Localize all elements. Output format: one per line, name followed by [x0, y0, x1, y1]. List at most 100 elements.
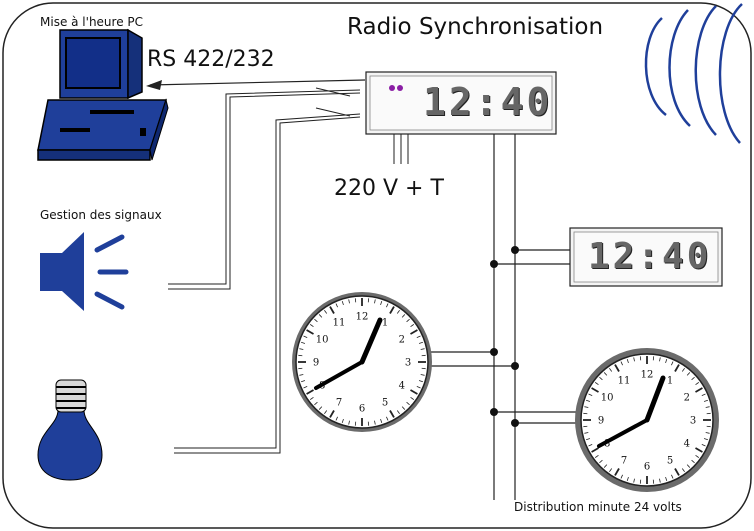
- clock-tick: [318, 314, 323, 318]
- clock-tick: [594, 382, 599, 386]
- clock-tick: [318, 406, 323, 410]
- clock-tick: [335, 416, 338, 421]
- bus-junctions: [490, 246, 519, 427]
- clock-tick: [705, 432, 710, 434]
- status-led: [389, 85, 395, 91]
- clock-tick: [665, 359, 668, 364]
- clock-tick: [301, 341, 306, 344]
- clock-tick: [614, 468, 620, 476]
- clock-numeral: 12: [356, 312, 369, 323]
- clock-numeral: 10: [601, 393, 614, 404]
- clock-numeral: 8: [604, 439, 610, 450]
- clock-tick: [410, 329, 418, 335]
- clock-tick: [686, 372, 691, 376]
- clock-tick: [584, 432, 589, 434]
- clock-tick: [396, 410, 400, 415]
- clock-tick: [609, 367, 613, 372]
- clock-tick: [396, 309, 400, 314]
- clock-tick: [695, 382, 700, 386]
- clock-tick: [599, 459, 603, 464]
- slave-clock-display: 12:40: [588, 236, 712, 277]
- clock-tick: [686, 464, 691, 468]
- clock-numeral: 3: [405, 358, 411, 369]
- clock-numeral: 5: [667, 455, 673, 466]
- clock-numeral: 4: [684, 439, 690, 450]
- clock-tick: [416, 386, 421, 389]
- clock-tick: [324, 309, 328, 314]
- clock-numeral: 1: [382, 318, 388, 329]
- clock-tick: [665, 476, 668, 481]
- clock-numeral: 5: [382, 397, 388, 408]
- clock-tick: [620, 474, 623, 479]
- clock-numeral: 2: [399, 335, 405, 346]
- control-wires: [168, 87, 361, 454]
- clock-tick: [303, 335, 308, 338]
- clock-tick: [329, 410, 335, 418]
- clock-tick: [348, 299, 350, 304]
- distribution-bus: [430, 134, 576, 500]
- clock-tick: [620, 361, 623, 366]
- slave-digital-clock: [569, 227, 723, 287]
- signals-label: Gestion des signaux: [40, 208, 162, 222]
- clock-numeral: 6: [359, 404, 365, 415]
- clock-tick: [389, 306, 395, 314]
- clock-tick: [701, 444, 706, 447]
- clock-tick: [341, 301, 344, 306]
- clock-tick: [341, 418, 344, 423]
- clock-tick: [309, 324, 314, 328]
- clock-tick: [314, 318, 318, 323]
- clock-numeral: 9: [313, 358, 319, 369]
- clock-tick: [633, 478, 635, 483]
- clock-tick: [380, 418, 383, 423]
- computer-icon: [37, 28, 169, 161]
- clock-tick: [659, 357, 661, 362]
- clock-numeral: 10: [316, 335, 329, 346]
- clock-tick: [418, 341, 423, 344]
- clock-tick: [299, 348, 304, 350]
- clock-tick: [406, 401, 410, 406]
- clock-tick: [674, 468, 680, 476]
- clock-tick: [695, 387, 703, 393]
- clock-tick: [329, 306, 335, 314]
- clock-tick: [380, 301, 383, 306]
- clock-tick: [703, 399, 708, 402]
- clock-tick: [594, 454, 599, 458]
- power-label: 220 V + T: [334, 176, 444, 201]
- clock-tick: [420, 374, 425, 376]
- clock-tick: [671, 361, 674, 366]
- clock-tick: [306, 389, 314, 395]
- clock-tick: [674, 364, 680, 372]
- clock-tick: [401, 314, 406, 318]
- master-clock-display: 12:40: [423, 80, 553, 124]
- clock-tick: [374, 420, 376, 425]
- clock-tick: [386, 303, 389, 308]
- serial-link-arrow: [146, 79, 366, 90]
- diagram-title: Radio Synchronisation: [347, 14, 604, 40]
- clock-tick: [374, 299, 376, 304]
- clock-tick: [416, 335, 421, 338]
- clock-tick: [306, 329, 314, 335]
- clock-tick: [303, 386, 308, 389]
- clock-tick: [626, 476, 629, 481]
- clock-tick: [691, 376, 695, 381]
- pc-sync-label: Mise à l'heure PC: [40, 15, 144, 29]
- speaker-icon: [40, 232, 129, 311]
- clock-tick: [420, 348, 425, 350]
- clock-numeral: 4: [399, 381, 405, 392]
- clock-tick: [703, 438, 708, 441]
- clock-numeral: 12: [641, 370, 654, 381]
- clock-tick: [695, 454, 700, 458]
- clock-tick: [681, 367, 685, 372]
- clock-tick: [588, 444, 593, 447]
- clock-tick: [614, 364, 620, 372]
- clock-tick: [406, 318, 410, 323]
- clock-tick: [591, 387, 599, 393]
- clock-tick: [386, 416, 389, 421]
- clock-tick: [401, 406, 406, 410]
- clock-numeral: 7: [336, 397, 342, 408]
- clock-tick: [586, 438, 591, 441]
- clock-numeral: 3: [690, 416, 696, 427]
- clock-tick: [659, 478, 661, 483]
